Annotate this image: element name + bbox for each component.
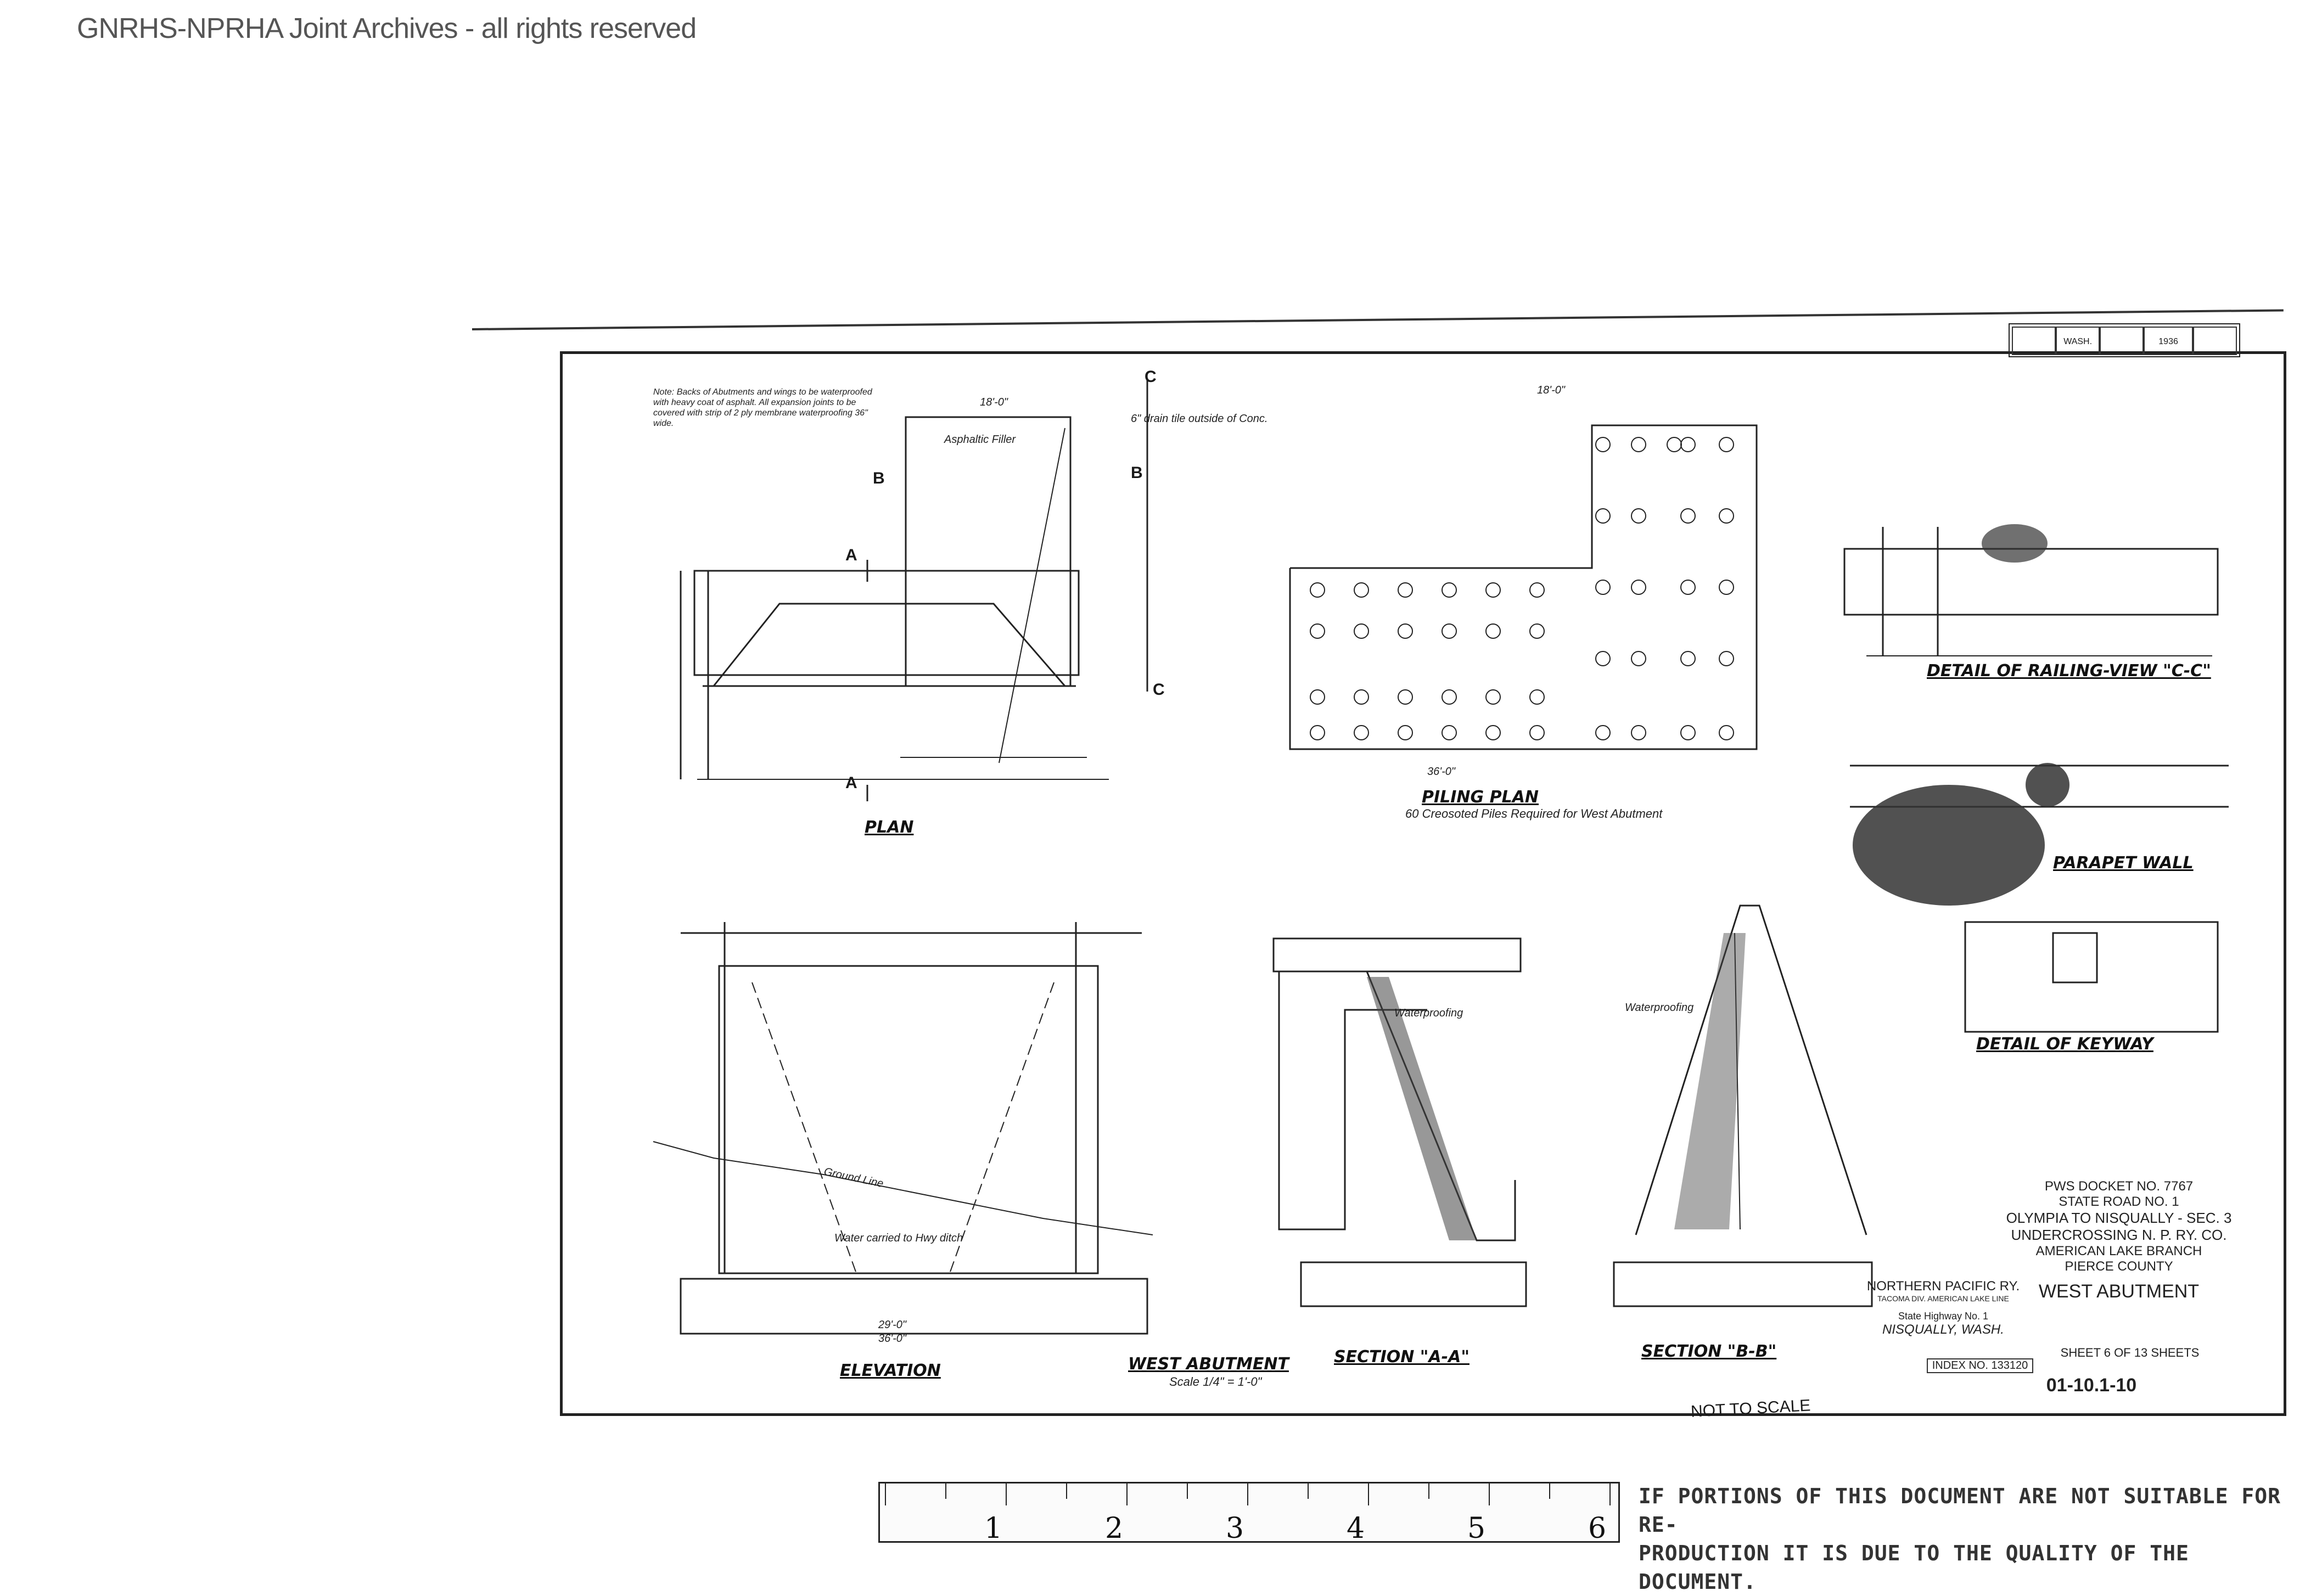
section-marker-b-left: B bbox=[873, 469, 885, 487]
route-name: OLYMPIA TO NISQUALLY - SEC. 3 bbox=[2006, 1210, 2232, 1226]
highway-name: State Highway No. 1 bbox=[1898, 1311, 1989, 1322]
section-bb-title: SECTION "B-B" bbox=[1641, 1342, 1777, 1361]
railway-division: TACOMA DIV. AMERICAN LAKE LINE bbox=[1877, 1294, 2009, 1303]
drawing-sheet bbox=[560, 351, 2286, 1416]
elevation-title: ELEVATION bbox=[840, 1361, 941, 1380]
crossing-name: UNDERCROSSING N. P. RY. CO. bbox=[2011, 1227, 2227, 1243]
ruler-number-6: 6 bbox=[1588, 1512, 1607, 1545]
section-marker-b-right: B bbox=[1131, 464, 1143, 482]
sheet-number: SHEET 6 OF 13 SHEETS bbox=[2060, 1346, 2200, 1359]
file-number: 01-10.1-10 bbox=[2046, 1375, 2137, 1396]
title-block: PWS DOCKET NO. 7767 STATE ROAD NO. 1 OLY… bbox=[1976, 1179, 2262, 1302]
county-name: PIERCE COUNTY bbox=[2065, 1259, 2173, 1274]
ruler-ticks bbox=[885, 1483, 1611, 1505]
section-marker-a-bottom: A bbox=[845, 774, 857, 792]
water-ditch-label: Water carried to Hwy ditch bbox=[834, 1232, 963, 1244]
dimension-piling-width: 18'-0" bbox=[1537, 384, 1565, 396]
measuring-ruler: 1 2 3 4 5 6 bbox=[878, 1482, 1620, 1545]
stamp-year: 1936 bbox=[2144, 327, 2193, 355]
ruler-number-1: 1 bbox=[984, 1512, 1003, 1545]
branch-name: AMERICAN LAKE BRANCH bbox=[2035, 1244, 2202, 1258]
railing-detail-title: DETAIL OF RAILING-VIEW "C-C" bbox=[1927, 661, 2211, 681]
drain-tile-label: 6" drain tile outside of Conc. bbox=[1131, 413, 1268, 425]
waterproofing-label-a: Waterproofing bbox=[1394, 1007, 1463, 1019]
archive-header: GNRHS-NPRHA Joint Archives - all rights … bbox=[77, 13, 697, 44]
ruler-number-5: 5 bbox=[1467, 1512, 1486, 1545]
revision-stamp: WASH. 1936 bbox=[2012, 327, 2237, 355]
dimension-elevation-length: 36'-0" bbox=[878, 1333, 906, 1345]
piling-plan-title: PILING PLAN bbox=[1422, 788, 1539, 807]
piling-note: 60 Creosoted Piles Required for West Abu… bbox=[1405, 807, 1663, 821]
stamp-cell-blank-2 bbox=[2100, 327, 2144, 355]
plan-title: PLAN bbox=[865, 818, 914, 837]
section-marker-c-top: C bbox=[1145, 368, 1157, 386]
stamp-cell-blank bbox=[2012, 327, 2056, 355]
structure-name: WEST ABUTMENT bbox=[2038, 1281, 2200, 1302]
ruler-number-3: 3 bbox=[1226, 1512, 1244, 1545]
ruler-number-4: 4 bbox=[1347, 1512, 1365, 1545]
parapet-wall-title: PARAPET WALL bbox=[2053, 853, 2194, 873]
general-note: Note: Backs of Abutments and wings to be… bbox=[653, 387, 872, 428]
asphaltic-filler-label: Asphaltic Filler bbox=[944, 434, 1016, 446]
dimension-piling-length: 36'-0" bbox=[1427, 766, 1455, 778]
waterproofing-label-b: Waterproofing bbox=[1625, 1002, 1694, 1014]
state-road: STATE ROAD NO. 1 bbox=[2059, 1194, 2179, 1209]
stamp-cell-blank-3 bbox=[2192, 327, 2237, 355]
ruler-number-2: 2 bbox=[1105, 1512, 1124, 1545]
section-marker-c-bottom: C bbox=[1153, 681, 1165, 699]
west-abutment-title: WEST ABUTMENT bbox=[1128, 1355, 1289, 1374]
dimension-footing: 29'-0" bbox=[878, 1319, 906, 1331]
stamp-state: WASH. bbox=[2056, 327, 2100, 355]
location-name: NISQUALLY, WASH. bbox=[1882, 1322, 2004, 1337]
reproduction-notice-line-1: IF PORTIONS OF THIS DOCUMENT ARE NOT SUI… bbox=[1639, 1484, 2281, 1537]
railway-block: NORTHERN PACIFIC RY. TACOMA DIV. AMERICA… bbox=[1861, 1279, 2026, 1338]
railway-name: NORTHERN PACIFIC RY. bbox=[1866, 1279, 2020, 1294]
west-abutment-scale: Scale 1/4" = 1'-0" bbox=[1169, 1375, 1262, 1389]
dimension-plan-width: 18'-0" bbox=[980, 396, 1008, 408]
section-marker-a-top: A bbox=[845, 546, 857, 564]
reproduction-notice-line-2: PRODUCTION IT IS DUE TO THE QUALITY OF T… bbox=[1639, 1541, 2189, 1594]
keyway-detail-title: DETAIL OF KEYWAY bbox=[1976, 1035, 2153, 1054]
docket-number: PWS DOCKET NO. 7767 bbox=[2044, 1179, 2194, 1194]
index-number: INDEX NO. 133120 bbox=[1927, 1358, 2033, 1373]
reproduction-notice: IF PORTIONS OF THIS DOCUMENT ARE NOT SUI… bbox=[1639, 1482, 2314, 1596]
section-aa-title: SECTION "A-A" bbox=[1334, 1347, 1470, 1367]
